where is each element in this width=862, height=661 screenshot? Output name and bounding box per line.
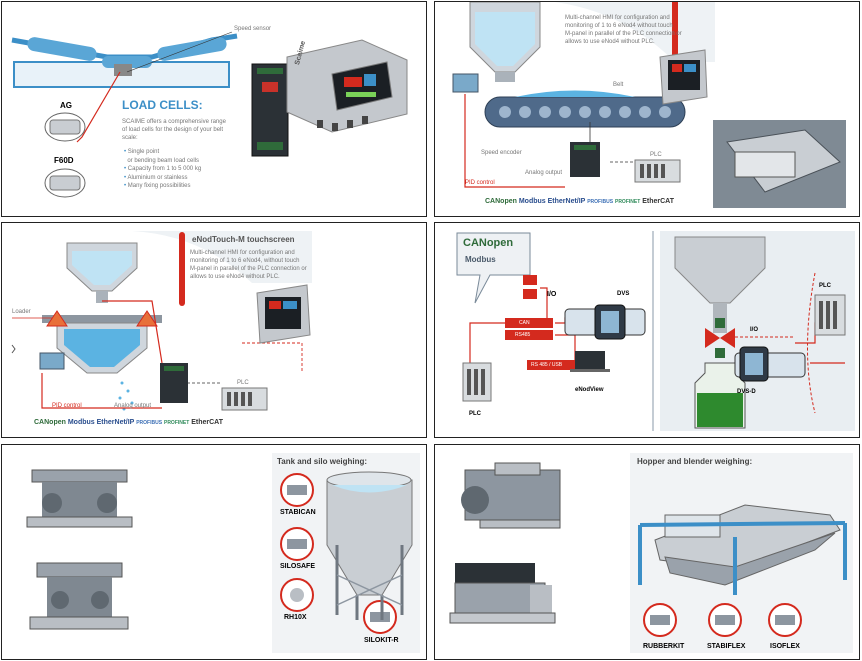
plc-label: PLC [650, 152, 662, 158]
desc-line: monitoring of 1 to 6 eNod4, without touc… [190, 258, 300, 264]
protocol-logo: EtherCAT [642, 198, 674, 205]
feature-item: • Single point [124, 149, 160, 155]
speed-sensor-label: Speed sensor [234, 26, 272, 32]
protocol-logo: EtherNet/IP [96, 419, 135, 426]
product-silokit-r-label: SILOKIT-R [364, 637, 399, 644]
io-label-right: I/O [750, 327, 759, 333]
protocol-logo: PROFIBUS [587, 199, 614, 205]
hmi-description: Multi-channel HMI for configuration and … [190, 249, 307, 281]
feature-item: • Capacity from 1 to 5 000 kg [124, 166, 202, 172]
panel-dvs-network: CANopen Modbus I/O DVS CAN RS485 RS 485 … [434, 222, 860, 438]
plc-label: PLC [237, 380, 249, 386]
rs485-tag: RS485 [515, 332, 531, 338]
hopper-products-illustration [449, 453, 853, 653]
analog-output-label: Analog output [525, 170, 563, 176]
product-rubberkit-label: RUBBERKIT [643, 643, 685, 650]
product-silosafe-label: SILOSAFE [280, 563, 316, 570]
pid-control-label: PID control [465, 180, 495, 186]
feature-item: • Aluminium or stainless [124, 174, 188, 181]
feature-list: • Single point or bending beam load cell… [124, 148, 201, 191]
belt-label: Belt [613, 82, 624, 88]
enodtouch-title: eNodTouch-M touchscreen [192, 235, 295, 244]
feature-item: or bending beam load cells [127, 157, 200, 164]
intro-text: SCAIME offers a comprehensive range of l… [122, 118, 226, 142]
modbus-label: Modbus [465, 255, 496, 264]
rs-usb-tag: RS 485 / USB [531, 362, 563, 368]
hopper-blender-title: Hopper and blender weighing: [637, 457, 753, 466]
product-stabican-label: STABICAN [280, 509, 316, 516]
feature-item: • Many fixing possibilities [124, 183, 191, 189]
panel-tank-silo-weighing: Tank and silo weighing: STABICAN SILOSAF… [1, 444, 427, 660]
tank-silo-title: Tank and silo weighing: [277, 457, 368, 466]
product-stabiflex-label: STABIFLEX [707, 643, 746, 650]
protocol-logo: Modbus [67, 419, 95, 426]
protocol-row: CANopen Modbus EtherNet/IP PROFIBUS PROF… [485, 198, 674, 205]
desc-line: allows to use eNod4 without PLC. [190, 274, 280, 280]
belt-conveyor-illustration [11, 31, 408, 198]
plc-right-label: PLC [819, 283, 831, 289]
dvs-network-illustration [456, 231, 855, 431]
protocol-logo: PROFIBUS [136, 420, 163, 426]
speed-encoder-label: Speed encoder [481, 150, 522, 156]
hopper-system-illustration [11, 231, 312, 411]
desc-line: monitoring of 1 to 6 eNod4 without touch [565, 23, 673, 29]
silo-products-illustration [26, 453, 420, 653]
protocol-logo: EtherCAT [191, 419, 223, 426]
intro-line: SCAIME offers a comprehensive range [122, 119, 226, 125]
cell-b-label: F60D [54, 156, 74, 165]
desc-line: Multi-channel HMI for configuration and [565, 15, 670, 21]
desc-line: M-panel in parallel of the PLC connectio… [190, 266, 307, 272]
product-isoflex-label: ISOFLEX [770, 643, 800, 650]
intro-line: of load cells for the design of your bel… [122, 127, 224, 133]
panel-hopper-blender-weighing: Hopper and blender weighing: RUBBERKIT S… [434, 444, 860, 660]
canopen-label: CANopen [463, 237, 514, 249]
protocol-logo: PROFINET [163, 420, 190, 426]
io-label-left: I/O [547, 291, 557, 298]
protocol-logo: EtherNet/IP [547, 198, 586, 205]
protocol-row: CANopen Modbus EtherNet/IP PROFIBUS PROF… [34, 419, 223, 426]
panel-weigh-feeder: Multi-channel HMI for configuration and … [434, 1, 860, 217]
intro-line: scale: [122, 135, 138, 141]
hmi-description: Multi-channel HMI for configuration and … [565, 14, 682, 46]
can-tag: CAN [519, 320, 530, 326]
analog-output-label: Analog output [114, 403, 152, 409]
loader-label: Loader [12, 309, 31, 315]
weigh-feeder-illustration [452, 2, 846, 208]
dvs-d-label: DVS-D [737, 389, 756, 395]
desc-line: Multi-channel HMI for configuration and [190, 250, 295, 256]
protocol-logo: PROFINET [614, 199, 641, 205]
desc-line: M-panel in parallel of the PLC connectio… [565, 31, 682, 37]
cell-a-label: AG [60, 101, 72, 110]
pid-control-label: PID control [52, 403, 82, 409]
protocol-logo: Modbus [518, 198, 546, 205]
load-cells-heading: LOAD CELLS: [122, 98, 203, 112]
desc-line: allows to use eNod4 without PLC. [565, 39, 655, 45]
panel-belt-load-cells: Speed sensor Scaime AG F60D LOAD CELLS: … [1, 1, 427, 217]
dvs-label: DVS [617, 291, 630, 297]
protocol-logo: CANopen [485, 198, 517, 205]
product-rh10x-label: RH10X [284, 614, 307, 621]
panel-enodtouch-hopper: eNodTouch-M touchscreen Multi-channel HM… [1, 222, 427, 438]
protocol-logo: CANopen [34, 419, 66, 426]
plc-left-label: PLC [469, 411, 481, 417]
enodview-label: eNodView [575, 387, 604, 393]
